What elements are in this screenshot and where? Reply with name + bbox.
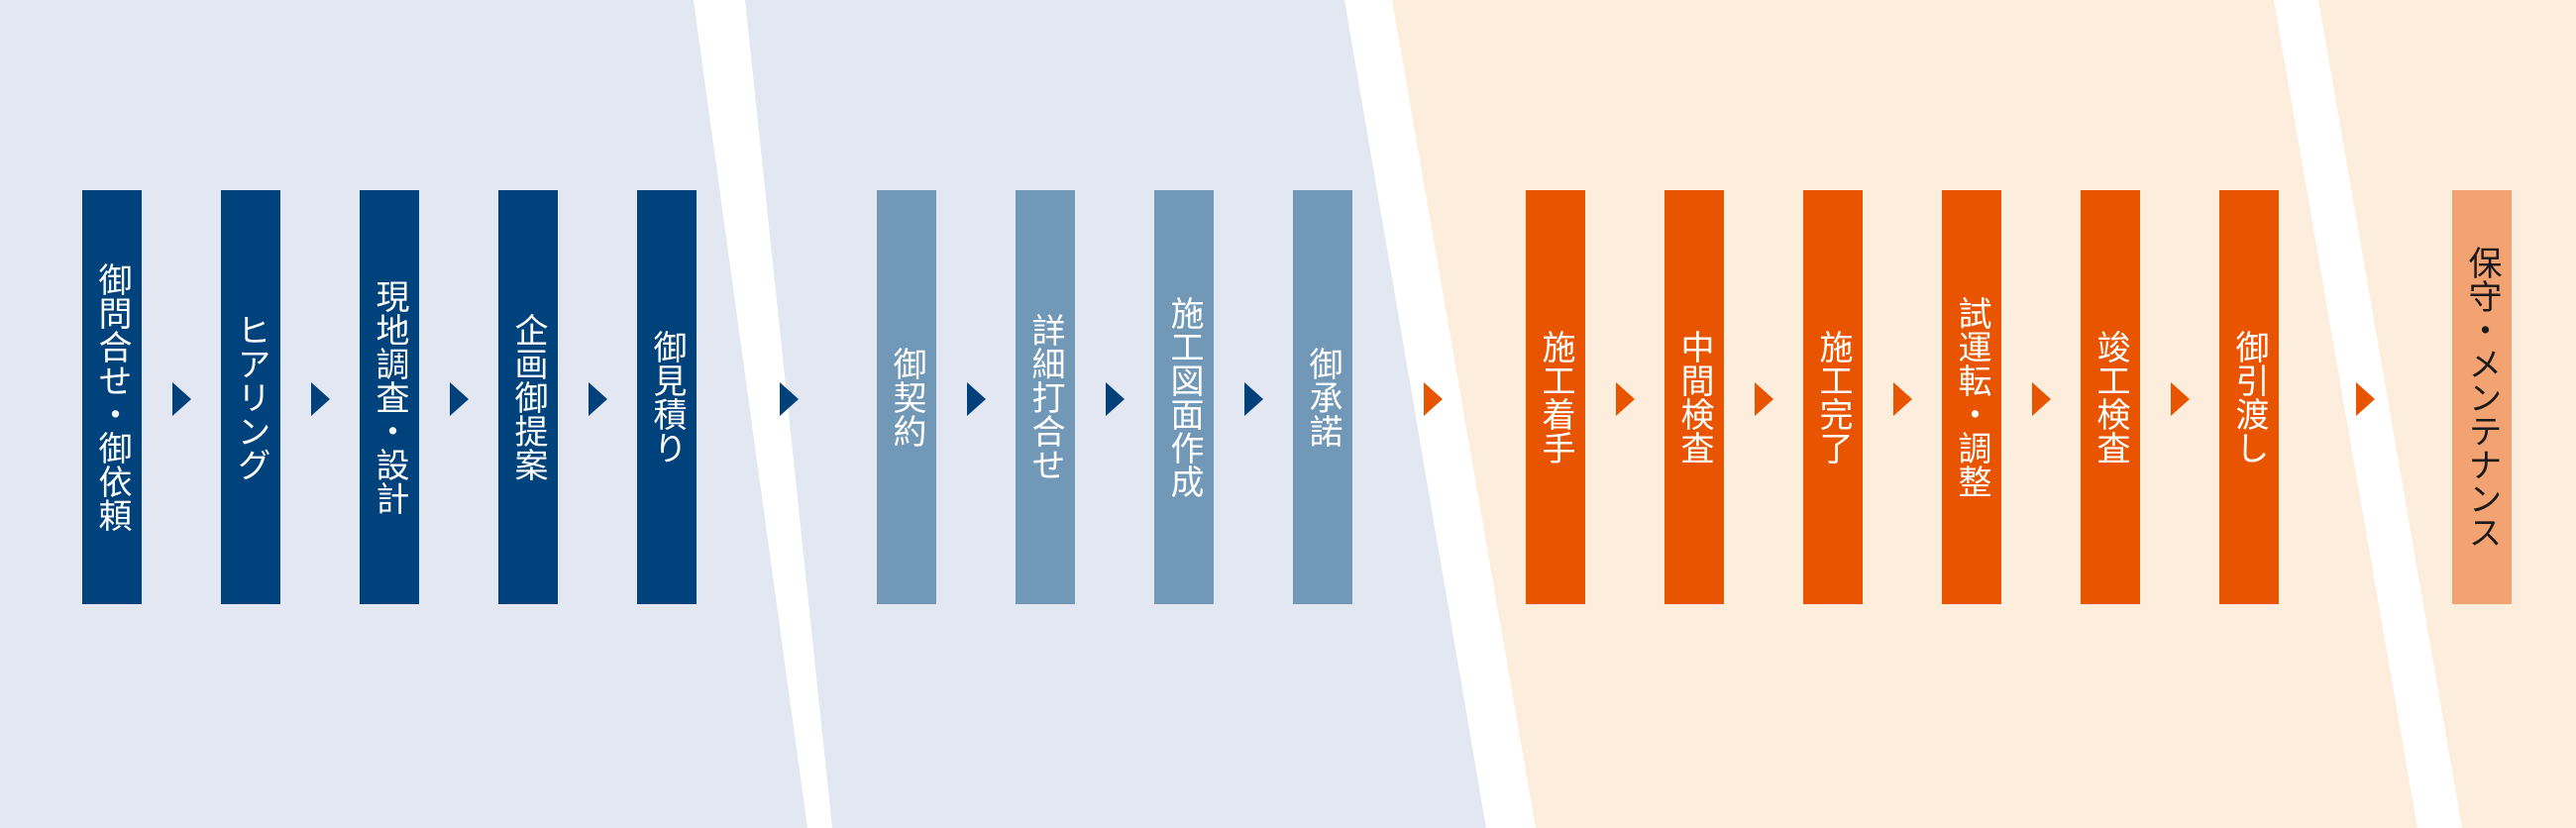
- arrow-right-icon: [450, 382, 469, 416]
- arrow-right-icon: [1424, 382, 1443, 416]
- step-label: 御見積り: [647, 330, 687, 465]
- arrow-right-icon: [1755, 382, 1773, 416]
- step-label: 御引渡し: [2229, 330, 2269, 465]
- step-label: 御問合せ・御依頼: [92, 262, 132, 532]
- arrow-right-icon: [2171, 382, 2190, 416]
- step-construction-drawings: 施工図面作成: [1154, 190, 1214, 604]
- step-label: 中間検査: [1674, 330, 1714, 465]
- arrow-right-icon: [589, 382, 607, 416]
- step-inquiry: 御問合せ・御依頼: [82, 190, 142, 604]
- arrow-right-icon: [2356, 382, 2375, 416]
- arrow-right-icon: [1244, 382, 1263, 416]
- step-label: 詳細打合せ: [1025, 313, 1065, 481]
- arrow-right-icon: [172, 382, 191, 416]
- step-maintenance: 保守・メンテナンス: [2452, 190, 2512, 604]
- step-interim-inspection: 中間検査: [1664, 190, 1724, 604]
- step-contract: 御契約: [877, 190, 936, 604]
- step-completion-inspection: 竣工検査: [2081, 190, 2140, 604]
- arrow-right-icon: [1616, 382, 1635, 416]
- arrow-right-icon: [967, 382, 986, 416]
- step-construction-complete: 施工完了: [1803, 190, 1863, 604]
- step-site-survey-design: 現地調査・設計: [360, 190, 419, 604]
- step-detailed-meeting: 詳細打合せ: [1016, 190, 1075, 604]
- step-test-run-adjustment: 試運転・調整: [1942, 190, 2001, 604]
- step-label: 企画御提案: [508, 313, 548, 481]
- step-proposal: 企画御提案: [498, 190, 558, 604]
- arrow-right-icon: [1893, 382, 1912, 416]
- step-label: 施工図面作成: [1164, 296, 1204, 498]
- step-handover: 御引渡し: [2219, 190, 2279, 604]
- arrow-right-icon: [780, 382, 799, 416]
- step-hearing: ヒアリング: [221, 190, 280, 604]
- arrow-right-icon: [1106, 382, 1125, 416]
- step-estimate: 御見積り: [637, 190, 697, 604]
- step-label: 竣工検査: [2091, 330, 2130, 465]
- step-label: 現地調査・設計: [370, 279, 409, 515]
- step-label: 施工完了: [1813, 330, 1853, 465]
- step-label: 施工着手: [1536, 330, 1575, 465]
- step-approval: 御承諾: [1293, 190, 1352, 604]
- step-label: 保守・メンテナンス: [2462, 246, 2502, 549]
- arrow-right-icon: [311, 382, 330, 416]
- phase-band-4: [2318, 0, 2576, 828]
- step-label: 御承諾: [1303, 347, 1342, 448]
- arrow-right-icon: [2032, 382, 2051, 416]
- step-label: ヒアリング: [231, 313, 270, 481]
- step-construction-start: 施工着手: [1526, 190, 1585, 604]
- step-label: 御契約: [887, 347, 926, 448]
- step-label: 試運転・調整: [1952, 296, 1991, 498]
